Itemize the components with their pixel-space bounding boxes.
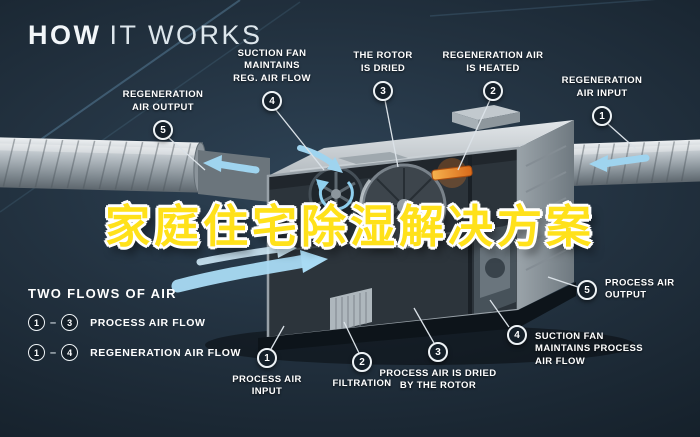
legend-separator: – [50, 346, 57, 359]
side-panel [518, 120, 574, 310]
legend-label: PROCESS AIR FLOW [90, 316, 206, 329]
base-plinth [258, 282, 576, 352]
callout-number-badge: 1 [257, 348, 277, 368]
legend-separator: – [50, 316, 57, 329]
callout-number-badge: 1 [592, 106, 612, 126]
leader-lines [168, 99, 637, 354]
callout-label: SUCTION FAN MAINTAINS PROCESS AIR FLOW [535, 331, 643, 367]
callout-process-air-input: 1 PROCESS AIR INPUT [232, 348, 301, 397]
callout-regeneration-air-input: 1 REGENERATION AIR INPUT [562, 75, 642, 126]
legend-badge-start: 1 [28, 344, 45, 361]
legend-row-regeneration: 1 – 4 REGENERATION AIR FLOW [28, 344, 241, 361]
filter-panel [330, 288, 372, 332]
callout-label: REGENERATION AIR INPUT [561, 75, 643, 99]
right-duct [549, 139, 700, 188]
callout-label: SUCTION FAN MAINTAINS REG. AIR FLOW [233, 47, 311, 84]
legend-row-process: 1 – 3 PROCESS AIR FLOW [28, 314, 241, 331]
callout-filtration: 2 FILTRATION [332, 352, 391, 389]
callout-number-badge: 2 [352, 352, 372, 372]
callout-number-badge: 3 [373, 81, 393, 101]
desiccant-rotor [359, 163, 447, 249]
legend-label: REGENERATION AIR FLOW [90, 346, 241, 359]
callout-process-air-output: 5 PROCESS AIR OUTPUT [577, 278, 674, 301]
air-handling-unit [258, 105, 576, 352]
callout-suction-fan-process: 4 SUCTION FAN MAINTAINS PROCESS AIR FLOW [507, 325, 643, 367]
callout-label: PROCESS AIR INPUT [232, 374, 302, 398]
callout-suction-fan-reg: 4 SUCTION FAN MAINTAINS REG. AIR FLOW [233, 48, 310, 111]
vent-grille [525, 145, 567, 271]
callout-number-badge: 3 [428, 342, 448, 362]
callout-label: PROCESS AIR IS DRIED BY THE ROTOR [379, 368, 497, 392]
headline-overlay: 家庭住宅除湿解决方案 [104, 200, 596, 253]
title-bold: HOW [28, 20, 102, 50]
legend-title: TWO FLOWS OF AIR [28, 286, 177, 301]
legend-badge-start: 1 [28, 314, 45, 331]
callout-label: REGENERATION AIR OUTPUT [122, 89, 204, 113]
callout-regeneration-air-output: 5 REGENERATION AIR OUTPUT [123, 89, 203, 140]
callout-number-badge: 2 [483, 81, 503, 101]
callout-label: THE ROTOR IS DRIED [353, 50, 413, 74]
callout-regeneration-air-heated: 2 REGENERATION AIR IS HEATED [443, 50, 543, 101]
callout-label: PROCESS AIR OUTPUT [605, 277, 675, 301]
callout-number-badge: 5 [577, 280, 597, 300]
legend: TWO FLOWS OF AIR 1 – 3 PROCESS AIR FLOW … [28, 286, 241, 374]
legend-badge-end: 4 [61, 344, 79, 361]
callout-number-badge: 4 [507, 325, 527, 345]
callout-label: FILTRATION [332, 378, 392, 389]
callout-label: REGENERATION AIR IS HEATED [442, 50, 544, 74]
callout-number-badge: 5 [153, 120, 173, 140]
legend-badge-end: 3 [61, 314, 79, 331]
callout-rotor-dried: 3 THE ROTOR IS DRIED [353, 50, 412, 101]
top-panel [268, 120, 574, 176]
callout-number-badge: 4 [262, 91, 282, 111]
callout-process-air-dried: 3 PROCESS AIR IS DRIED BY THE ROTOR [380, 342, 496, 391]
left-duct [0, 137, 207, 194]
airflow-arrows [171, 145, 650, 293]
process-fan [474, 222, 516, 318]
title-light: IT WORKS [109, 20, 263, 50]
